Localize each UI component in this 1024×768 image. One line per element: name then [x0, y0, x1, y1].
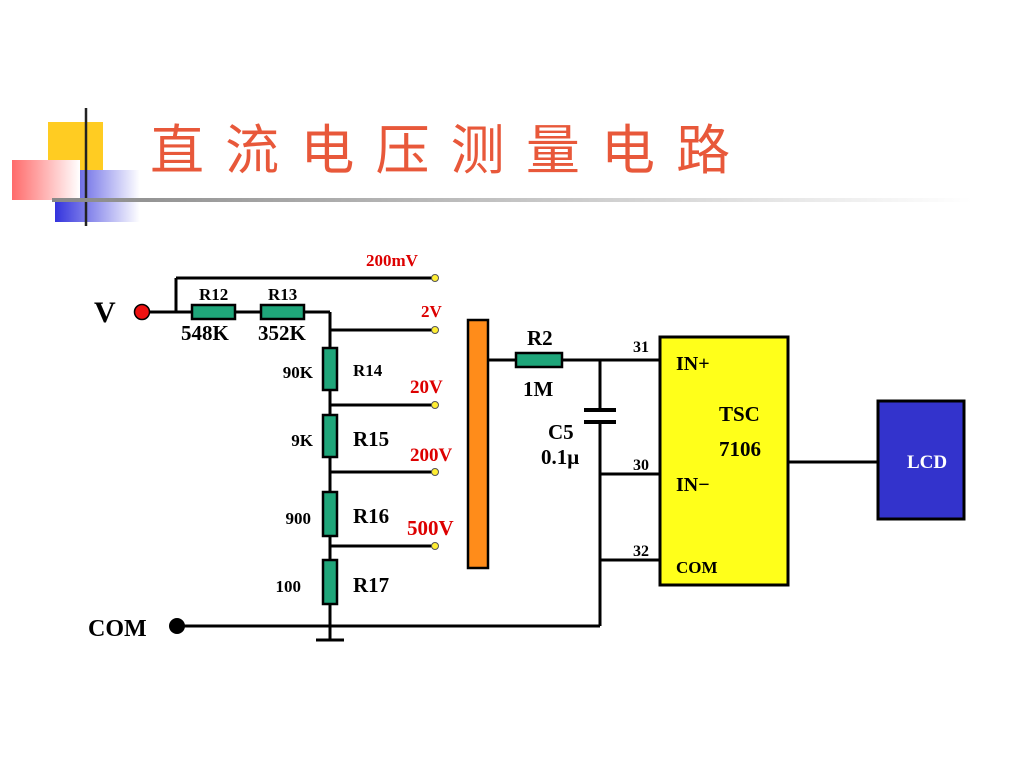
r16-name: R16 [353, 504, 389, 528]
r14-value: 90K [283, 363, 314, 382]
com-terminal[interactable] [169, 618, 185, 634]
resistor-r14 [321, 346, 339, 392]
c5-name: C5 [548, 420, 574, 444]
pin-com-label: COM [676, 558, 718, 577]
c5-value: 0.1μ [541, 445, 579, 469]
r15-value: 9K [291, 431, 314, 450]
r13-name: R13 [268, 285, 297, 304]
tap-contact-200v[interactable] [431, 468, 439, 476]
pin-in-plus-label: IN+ [676, 353, 710, 375]
pin-in-minus-label: IN− [676, 474, 710, 496]
lcd-display [876, 399, 966, 521]
resistor-r17 [321, 558, 339, 606]
range-label-500v: 500V [407, 516, 454, 540]
range-label-2v: 2V [421, 302, 443, 321]
tap-contact-20v[interactable] [431, 401, 439, 409]
tap-contact-500v[interactable] [431, 542, 439, 550]
resistor-r12 [190, 303, 237, 321]
r14-name: R14 [353, 361, 383, 380]
chip-name-line1: TSC [719, 402, 760, 426]
input-label: V [94, 296, 116, 329]
r15-name: R15 [353, 427, 389, 451]
input-terminal-v[interactable] [133, 303, 151, 321]
lcd-label: LCD [907, 452, 947, 473]
r2-name: R2 [527, 326, 553, 350]
r13-value: 352K [258, 321, 307, 345]
range-label-200v: 200V [410, 445, 453, 466]
deco-pink-square [12, 160, 80, 200]
chip-name-line2: 7106 [719, 437, 761, 461]
com-label: COM [88, 616, 147, 642]
r12-value: 548K [181, 321, 230, 345]
range-label-200mv: 200mV [366, 251, 419, 270]
page-title: 直 流 电 压 测 量 电 路 [150, 119, 733, 182]
r2-value: 1M [523, 377, 554, 401]
resistor-r16 [321, 490, 339, 538]
tap-contact-2v[interactable] [431, 326, 439, 334]
range-label-20v: 20V [410, 377, 443, 398]
title-rule [52, 198, 972, 202]
r12-name: R12 [199, 285, 228, 304]
r16-value: 900 [286, 509, 312, 528]
r17-value: 100 [276, 577, 302, 596]
tsc7106-chip [658, 335, 790, 587]
tap-contact-200mv[interactable] [431, 274, 439, 282]
r17-name: R17 [353, 573, 389, 597]
pin-30-number: 30 [633, 457, 649, 474]
pin-32-number: 32 [633, 543, 649, 560]
resistor-r15 [321, 413, 339, 459]
pin-31-number: 31 [633, 339, 649, 356]
resistor-r13 [259, 303, 306, 321]
range-switch-bar[interactable] [466, 318, 490, 570]
resistor-r2 [514, 351, 564, 369]
